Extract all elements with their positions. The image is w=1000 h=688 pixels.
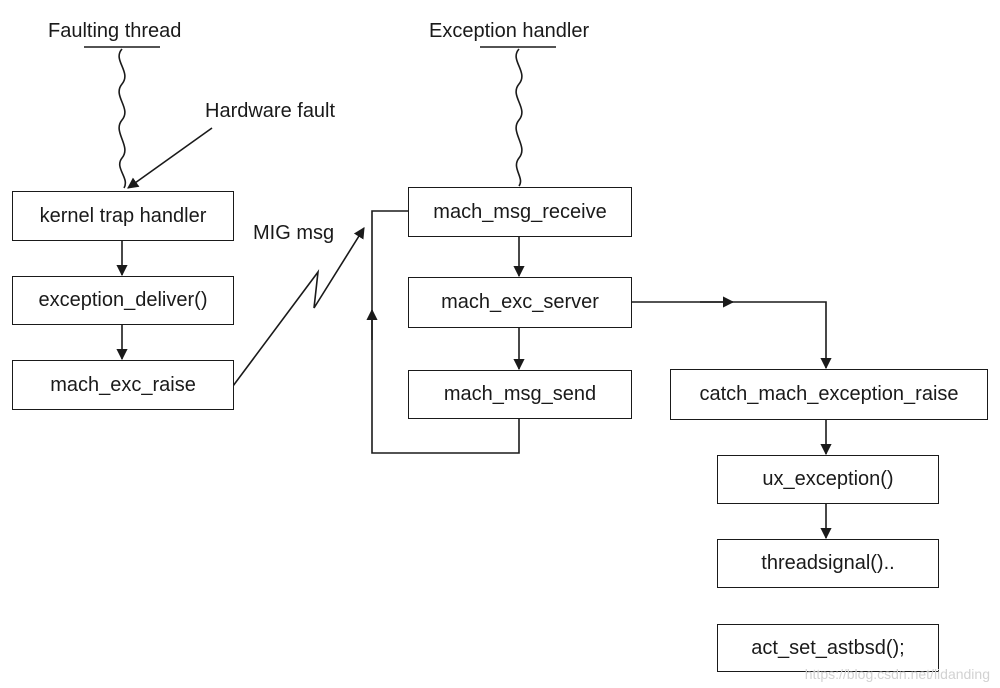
ux-exception-box: ux_exception() — [717, 455, 939, 504]
watermark-text: https://blog.csdn.net/lidanding — [804, 666, 990, 682]
hardware-fault-arrow — [127, 127, 213, 189]
faulting-thread-wavy-line — [118, 48, 127, 189]
server-to-catch-line — [632, 301, 832, 370]
mach-exc-raise-box: mach_exc_raise — [12, 360, 234, 410]
mach-msg-send-box: mach_msg_send — [408, 370, 632, 419]
mach-exc-server-box: mach_exc_server — [408, 277, 632, 328]
act-set-astbsd-box: act_set_astbsd(); — [717, 624, 939, 672]
exception-handler-title: Exception handler — [429, 20, 590, 42]
exception-handler-wavy-line — [515, 48, 523, 187]
faulting-thread-title: Faulting thread — [48, 20, 182, 42]
hardware-fault-label: Hardware fault — [205, 100, 336, 122]
exception-deliver-box: exception_deliver() — [12, 276, 234, 325]
loop-back-line — [371, 210, 520, 454]
mig-msg-label: MIG msg — [253, 222, 335, 244]
mach-msg-receive-box: mach_msg_receive — [408, 187, 632, 237]
kernel-trap-handler-box: kernel trap handler — [12, 191, 234, 241]
catch-mach-exception-raise-box: catch_mach_exception_raise — [670, 369, 988, 420]
mig-msg-zigzag-arrow — [232, 227, 365, 387]
threadsignal-box: threadsignal().. — [717, 539, 939, 588]
